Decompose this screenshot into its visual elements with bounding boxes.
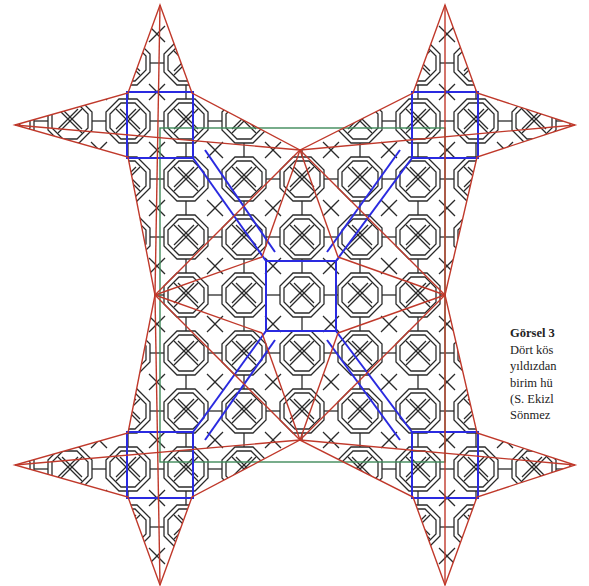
caption-line: birim hü — [509, 376, 554, 391]
green-square — [160, 128, 445, 462]
caption-line: Dört kös — [509, 343, 554, 358]
figure-number: Görsel 3 — [509, 326, 556, 341]
blue-squares — [127, 92, 478, 498]
red-outline — [15, 5, 575, 585]
caption-line: yıldızdan — [509, 359, 558, 374]
caption-line: Sönmez — [509, 408, 551, 423]
caption-line: (S. Ekizl — [509, 392, 555, 407]
